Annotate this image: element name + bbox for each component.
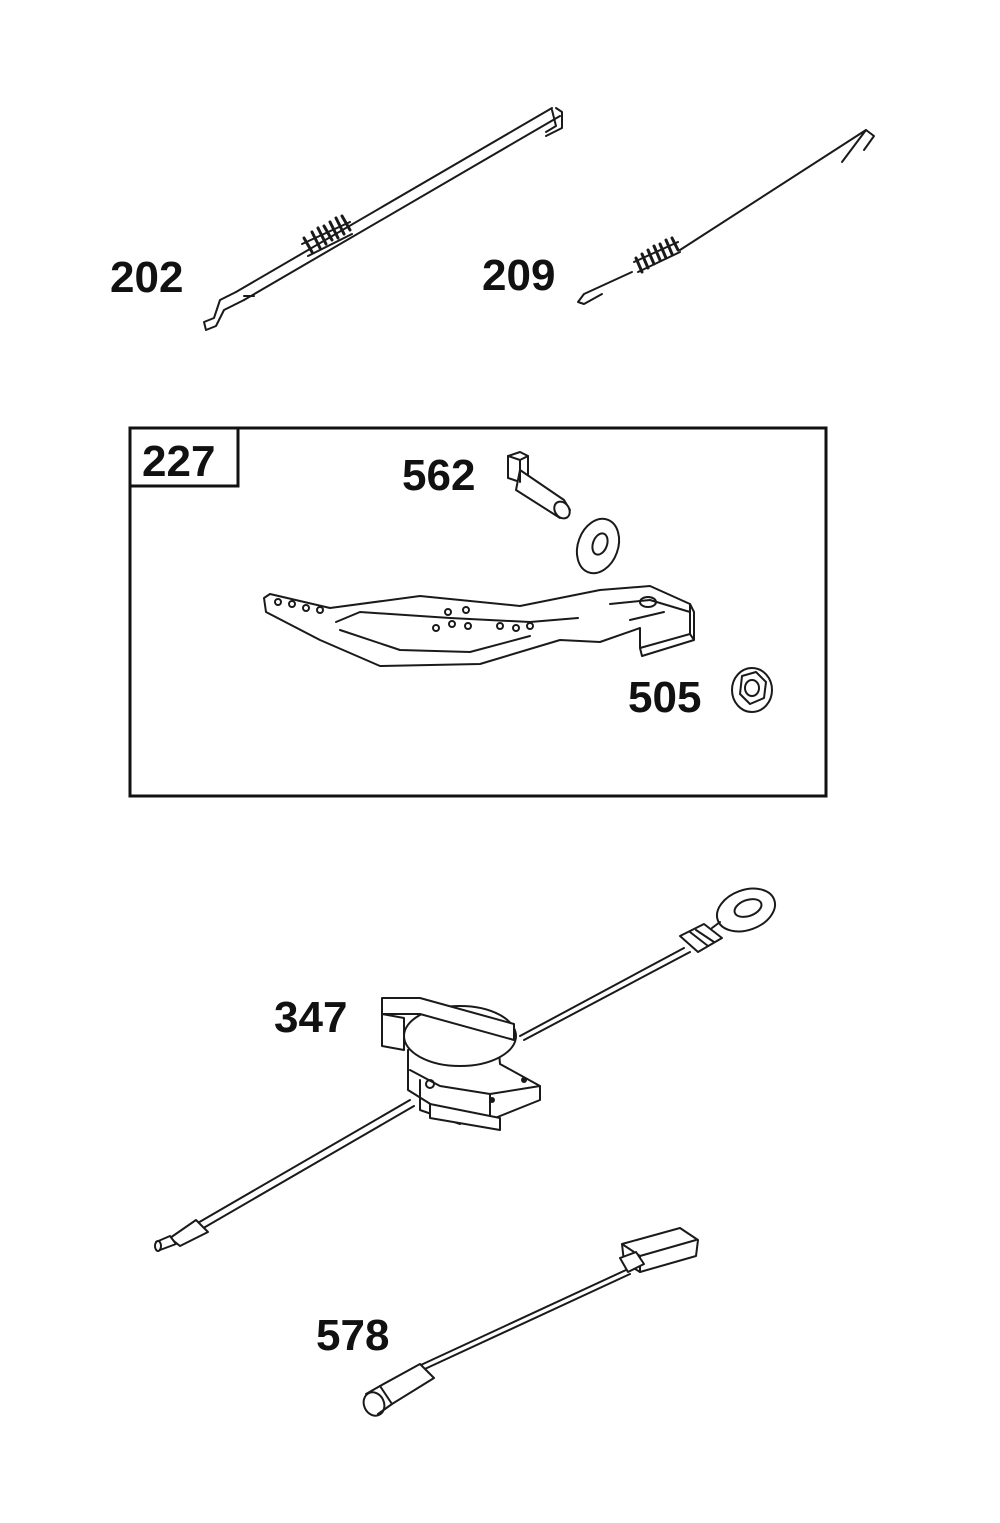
kit-227-frame <box>128 426 828 798</box>
spring-coil-209 <box>633 236 681 274</box>
washer[interactable] <box>570 513 627 579</box>
callout-562: 562 <box>402 451 475 500</box>
spring-coil-202 <box>301 214 353 257</box>
callout-505: 505 <box>628 673 701 722</box>
part-209-extension-spring[interactable] <box>577 129 875 305</box>
callout-578: 578 <box>316 1311 389 1360</box>
callout-347: 347 <box>274 993 347 1042</box>
part-578-wire-connector[interactable] <box>360 1227 699 1419</box>
part-505-flange-nut[interactable] <box>731 667 773 713</box>
governor-lever[interactable] <box>263 585 695 667</box>
part-202-governor-link[interactable] <box>203 107 563 331</box>
callout-209: 209 <box>482 251 555 300</box>
callout-227: 227 <box>142 437 215 486</box>
part-562-shoulder-screw[interactable] <box>507 451 573 521</box>
part-347-stop-switch[interactable] <box>154 881 781 1252</box>
callout-202: 202 <box>110 253 183 302</box>
kit-227-label-box <box>128 426 240 488</box>
